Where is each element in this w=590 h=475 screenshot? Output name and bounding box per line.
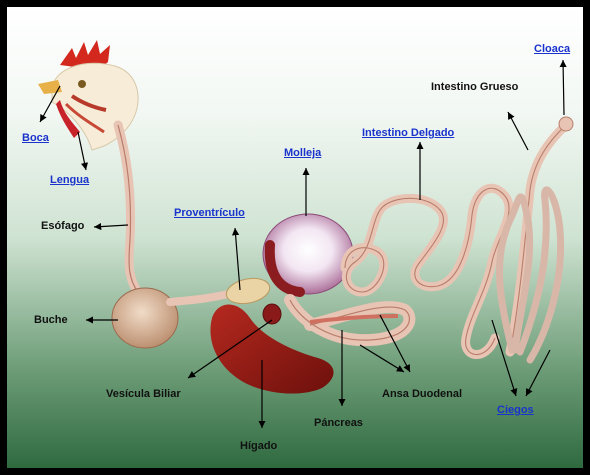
proventriculus-shape bbox=[224, 275, 272, 308]
label-boca[interactable]: Boca bbox=[22, 132, 49, 144]
label-esofago: Esófago bbox=[41, 220, 84, 232]
label-ansa-duodenal: Ansa Duodenal bbox=[382, 388, 462, 400]
label-pancreas: Páncreas bbox=[314, 417, 363, 429]
label-molleja[interactable]: Molleja bbox=[284, 147, 321, 159]
label-ciegos[interactable]: Ciegos bbox=[497, 404, 534, 416]
crop-shape bbox=[112, 288, 178, 348]
small-intestine-shape bbox=[345, 188, 509, 354]
digestive-system-illustration bbox=[7, 7, 583, 468]
label-higado: Hígado bbox=[240, 440, 277, 452]
label-buche: Buche bbox=[34, 314, 68, 326]
cloaca-shape bbox=[559, 117, 573, 131]
label-cloaca[interactable]: Cloaca bbox=[534, 43, 570, 55]
duodenal-loop-shape bbox=[290, 300, 409, 340]
label-vesicula-biliar: Vesícula Biliar bbox=[106, 388, 181, 400]
label-lengua[interactable]: Lengua bbox=[50, 174, 89, 186]
diagram-canvas: Boca Lengua Esófago Buche Proventrículo … bbox=[7, 7, 583, 468]
label-proventriculo[interactable]: Proventrículo bbox=[174, 207, 245, 219]
label-intestino-delgado[interactable]: Intestino Delgado bbox=[362, 127, 454, 139]
gallbladder-shape bbox=[263, 304, 281, 324]
label-intestino-grueso: Intestino Grueso bbox=[431, 81, 518, 93]
